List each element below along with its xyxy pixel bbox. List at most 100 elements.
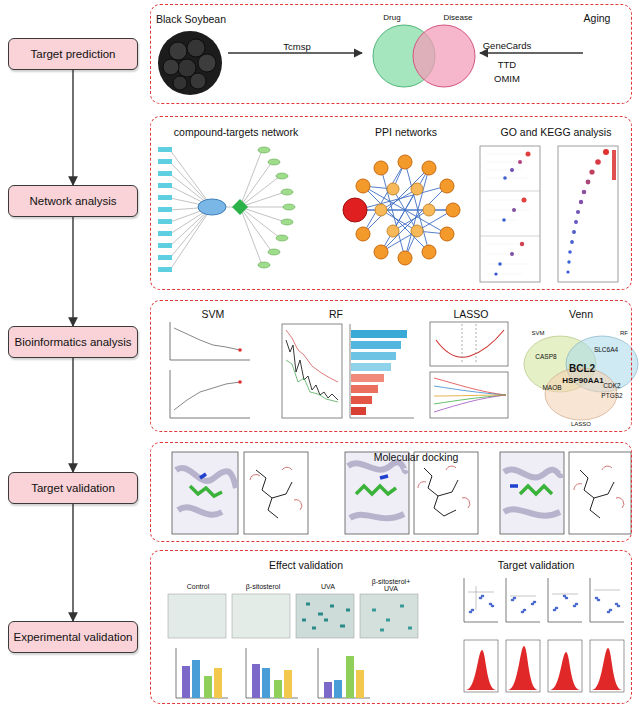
- dashed-panel: Effect validation Target validationContro…: [150, 550, 632, 704]
- arrow-label: GeneCards: [483, 41, 532, 51]
- target-node: [281, 219, 293, 225]
- plot-divider: [480, 191, 540, 236]
- enrichment-dot: [494, 272, 497, 275]
- panel-heading: Molecular docking: [374, 452, 459, 463]
- dashed-panel: Molecular docking: [150, 442, 632, 542]
- data-bar: [334, 680, 342, 698]
- data-bar: [356, 670, 364, 698]
- importance-bar: [351, 407, 366, 415]
- target-node: [276, 173, 288, 179]
- flow-histogram-frame: [464, 640, 498, 692]
- enrichment-dot: [572, 230, 576, 234]
- target-node: [268, 159, 280, 165]
- venn-set-label: Disease: [444, 14, 473, 22]
- protein-node: [423, 204, 435, 216]
- plot-axes: [246, 648, 298, 698]
- importance-bar: [351, 363, 391, 371]
- plot-axes: [350, 324, 414, 418]
- grid-lines: [486, 154, 530, 274]
- stained-cells: [302, 604, 350, 628]
- arrow-label: TTD: [498, 60, 516, 70]
- compound-node: [158, 243, 172, 248]
- plot-frame: [558, 146, 618, 282]
- importance-bar: [351, 385, 378, 393]
- soybean: [190, 73, 206, 89]
- soybean: [187, 39, 205, 57]
- importance-bar: [351, 341, 401, 349]
- protein-node: [422, 245, 436, 259]
- enrichment-dot: [518, 160, 522, 164]
- data-bar: [192, 660, 200, 698]
- panel-heading: Effect validation: [269, 560, 343, 571]
- soybean: [163, 59, 179, 75]
- image-caption: Control: [187, 583, 210, 590]
- step-label: Target validation: [31, 482, 115, 494]
- optimal-point: [238, 348, 242, 352]
- soybean: [169, 42, 187, 60]
- error-curve: [286, 330, 338, 382]
- enrichment-dot: [522, 198, 527, 203]
- accuracy-curve: [174, 382, 240, 410]
- venn-set-label: Drug: [383, 14, 400, 22]
- microscopy-image: [168, 594, 226, 638]
- dashed-panel: SVMRFLASSOVenn: [150, 300, 632, 432]
- ligand-structure: [256, 470, 292, 518]
- plot-axes: [464, 578, 498, 622]
- microscopy-image: [360, 594, 418, 638]
- step-label: Target prediction: [30, 48, 115, 60]
- panel-heading: Target validation: [498, 560, 574, 571]
- compound-node: [158, 159, 172, 164]
- enrichment-dot: [589, 169, 594, 174]
- disease-diamond: [232, 199, 248, 215]
- data-bar: [214, 668, 222, 698]
- image-caption: Black Soybean: [156, 14, 226, 25]
- target-node: [268, 249, 280, 255]
- image-caption: Aging: [584, 13, 611, 24]
- protein-node: [374, 245, 388, 259]
- hub-node: [198, 199, 226, 215]
- protein-node: [411, 225, 423, 237]
- panel-heading: compound-targets network: [174, 127, 298, 138]
- docking-3d-view: [500, 452, 564, 534]
- compound-node: [158, 219, 172, 224]
- enrichment-dot: [582, 190, 587, 195]
- protein-ribbon: [348, 462, 406, 518]
- data-bar: [324, 682, 332, 698]
- ligand: [356, 486, 396, 494]
- data-bar: [284, 670, 292, 698]
- docking-views: [172, 452, 631, 534]
- flow-histogram-frame: [506, 640, 540, 692]
- flow-arrow: [480, 52, 583, 53]
- enrichment-dot: [503, 176, 507, 180]
- docking-3d-view: [345, 452, 409, 534]
- compound-node: [158, 255, 172, 260]
- image-caption: β-sitosterol+ UVA: [366, 578, 416, 593]
- gene-label: MAOB: [542, 385, 561, 392]
- protein-node: [440, 179, 454, 193]
- plot-frame: [282, 324, 342, 418]
- docking-2d-view: [569, 452, 631, 534]
- enrichment-dot: [603, 149, 609, 155]
- enrichment-dot: [579, 200, 583, 204]
- process-step: Network analysis: [8, 185, 138, 217]
- data-bar: [262, 668, 270, 698]
- image-caption: UVA: [321, 583, 335, 590]
- gene-label: SLC6A4: [594, 347, 618, 354]
- lasso-plots: [430, 322, 508, 418]
- arrow-label: Tcmsp: [283, 42, 310, 52]
- interaction-arc: [250, 467, 302, 510]
- ligand: [190, 486, 222, 496]
- protein-node: [374, 161, 388, 175]
- scatter-points: [470, 596, 619, 612]
- flow-histogram: [550, 652, 580, 690]
- step-label: Experimental validation: [14, 631, 133, 643]
- compound-node: [158, 171, 172, 176]
- black-soybean-image: [158, 31, 222, 95]
- data-bar: [204, 676, 212, 698]
- venn-set-label: LASSO: [571, 421, 591, 427]
- soybean: [173, 76, 187, 90]
- lambda-line: [462, 324, 476, 364]
- dashed-panel: compound-targets networkPPI networksGO a…: [150, 116, 632, 290]
- data-bar: [182, 666, 190, 698]
- microscopy-image: [232, 594, 290, 638]
